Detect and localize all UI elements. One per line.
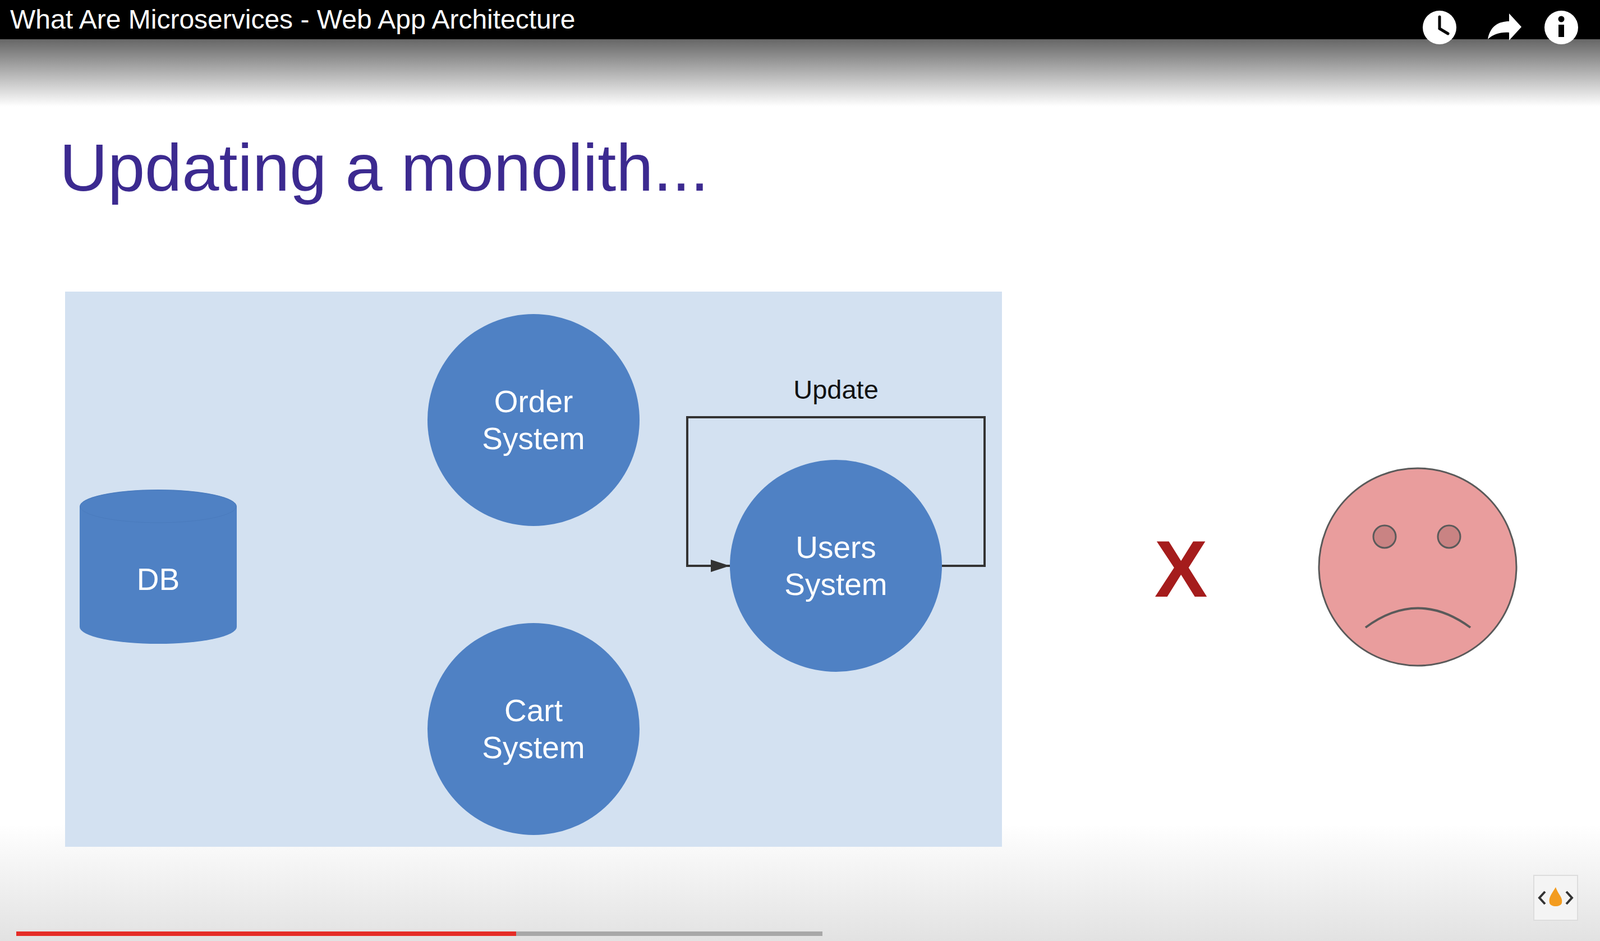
- logo-flame: [1549, 887, 1563, 907]
- node-label: Order System: [466, 383, 601, 458]
- video-title: What Are Microservices - Web App Archite…: [10, 0, 576, 40]
- node-label: Cart System: [466, 692, 601, 767]
- logo-chevron: [1566, 892, 1572, 905]
- database-cylinder: DB: [79, 489, 237, 645]
- logo-chevron: [1539, 892, 1546, 905]
- title-bar: [0, 0, 1600, 40]
- node-outline: [427, 314, 640, 527]
- mouth: [1365, 608, 1471, 629]
- eye: [1437, 525, 1461, 549]
- label-holder: X: [1154, 527, 1208, 612]
- cylinder-body: [79, 489, 237, 645]
- logo-box: [1533, 875, 1578, 921]
- node-label: Users System: [768, 529, 904, 604]
- edge-label-holder: Update: [789, 374, 882, 406]
- info-stem: [1558, 24, 1565, 38]
- cylinder-top: [80, 490, 237, 523]
- circle-shape: [427, 314, 640, 527]
- face: [1318, 468, 1517, 666]
- buffer-bar: [16, 931, 823, 937]
- title-holder: Updating a monolith...: [59, 134, 710, 201]
- share-icon: [1487, 13, 1522, 41]
- clock-hands: [1439, 16, 1448, 34]
- circle-shape: [729, 460, 942, 673]
- service-circle: Order System: [427, 314, 640, 527]
- slide-title: Updating a monolith...: [59, 134, 710, 201]
- clock-icon: [1422, 10, 1457, 45]
- progress-bar: [16, 931, 517, 937]
- node-label: DB: [90, 561, 226, 599]
- monolith-panel: [65, 291, 1002, 848]
- node-outline: [729, 460, 942, 673]
- service-circle: Cart System: [427, 623, 640, 836]
- eye: [1373, 525, 1396, 549]
- sad-face: [1318, 468, 1517, 666]
- label-holder: What Are Microservices - Web App Archite…: [10, 0, 576, 40]
- player-icons: [1422, 10, 1579, 45]
- service-circle: Users System: [729, 460, 942, 673]
- circle-shape: [427, 623, 640, 836]
- node-outline: [427, 623, 640, 836]
- channel-logo: [1533, 875, 1578, 921]
- title-bar-shade: [0, 39, 1600, 107]
- info-icon: [1544, 10, 1579, 45]
- cross-mark: X: [1154, 527, 1208, 612]
- info-dot: [1558, 16, 1565, 23]
- edge-label: Update: [789, 374, 882, 406]
